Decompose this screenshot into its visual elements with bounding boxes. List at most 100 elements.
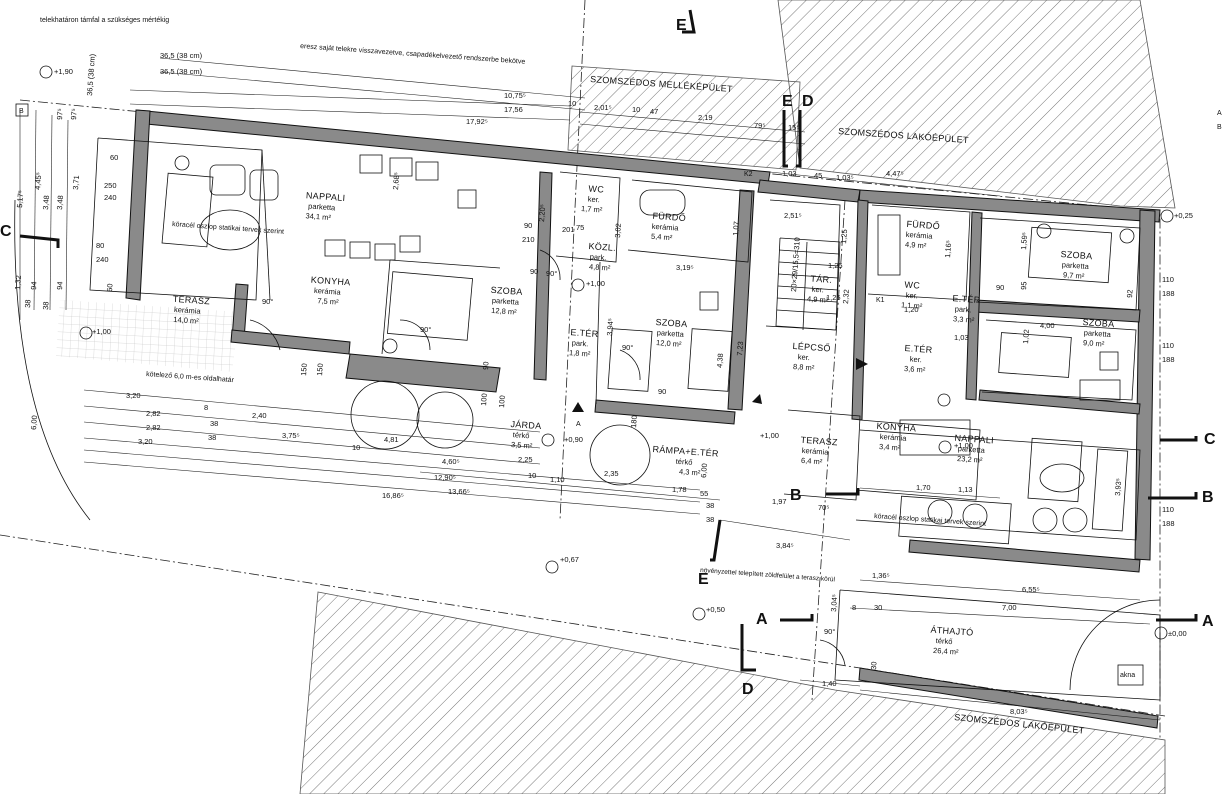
svg-text:2,35: 2,35 bbox=[604, 469, 619, 478]
svg-text:kerámia: kerámia bbox=[174, 305, 202, 316]
svg-text:2,01⁵: 2,01⁵ bbox=[594, 103, 612, 112]
svg-text:1,8 m²: 1,8 m² bbox=[569, 348, 591, 358]
svg-text:2,20⁵: 2,20⁵ bbox=[537, 204, 547, 222]
svg-text:13,66⁵: 13,66⁵ bbox=[448, 487, 470, 496]
svg-text:térkő: térkő bbox=[675, 457, 692, 467]
svg-text:38: 38 bbox=[210, 419, 218, 428]
level-labels: +1,90 +1,00 +0,90 +1,00 +1,00 +0,67 +0,5… bbox=[54, 67, 1193, 638]
svg-text:92: 92 bbox=[1125, 289, 1135, 298]
room-wc-1: WC ker. 1,7 m² bbox=[581, 183, 605, 214]
svg-text:3,4 m²: 3,4 m² bbox=[879, 442, 901, 452]
interior-lines bbox=[89, 137, 1161, 701]
svg-text:47: 47 bbox=[650, 107, 658, 116]
svg-text:E.TÉR: E.TÉR bbox=[570, 327, 599, 339]
svg-text:ker.: ker. bbox=[811, 285, 824, 295]
svg-text:1,13: 1,13 bbox=[958, 485, 973, 494]
svg-text:SZOBA: SZOBA bbox=[1082, 317, 1115, 329]
svg-text:3,6 m²: 3,6 m² bbox=[904, 364, 926, 374]
svg-text:+0,25: +0,25 bbox=[1174, 211, 1193, 220]
svg-text:4,45⁵: 4,45⁵ bbox=[33, 172, 43, 190]
svg-text:kerámia: kerámia bbox=[905, 230, 933, 241]
svg-text:55: 55 bbox=[700, 489, 708, 498]
svg-text:park.: park. bbox=[571, 338, 588, 348]
svg-text:3,04⁵: 3,04⁵ bbox=[829, 594, 839, 612]
svg-text:KONYHA: KONYHA bbox=[876, 421, 916, 434]
svg-text:8: 8 bbox=[204, 403, 208, 412]
svg-text:240: 240 bbox=[96, 255, 109, 264]
svg-text:23,2 m²: 23,2 m² bbox=[957, 454, 983, 465]
svg-text:4,81: 4,81 bbox=[384, 435, 399, 444]
room-eter-2: E.TÉR park. 3,3 m² bbox=[952, 293, 981, 325]
neighbour-house-bottom-area bbox=[299, 591, 1166, 794]
svg-text:34,1 m²: 34,1 m² bbox=[305, 211, 331, 222]
svg-text:park.: park. bbox=[954, 304, 971, 314]
svg-text:parketta: parketta bbox=[656, 328, 684, 339]
svg-text:1,36⁵: 1,36⁵ bbox=[872, 571, 890, 580]
room-terasz-2: TERASZ kerámia 6,4 m² bbox=[800, 435, 838, 467]
svg-text:60: 60 bbox=[110, 153, 118, 162]
svg-text:36,5 (38 cm): 36,5 (38 cm) bbox=[85, 53, 97, 96]
svg-text:90°: 90° bbox=[420, 325, 431, 334]
svg-text:1,25: 1,25 bbox=[826, 293, 841, 302]
svg-text:+1,00: +1,00 bbox=[92, 327, 111, 336]
svg-text:3,20: 3,20 bbox=[126, 391, 141, 400]
svg-text:kerámia: kerámia bbox=[879, 432, 907, 443]
svg-text:E.TÉR: E.TÉR bbox=[904, 343, 933, 355]
furniture bbox=[161, 154, 1144, 686]
level-markers bbox=[39, 65, 1174, 640]
svg-text:90°: 90° bbox=[262, 297, 273, 306]
svg-text:1,70: 1,70 bbox=[916, 483, 931, 492]
svg-text:90: 90 bbox=[481, 361, 491, 370]
room-konyha-1: KONYHA kerámia 7,5 m² bbox=[310, 275, 350, 307]
svg-text:KÖZL.: KÖZL. bbox=[588, 241, 616, 253]
svg-text:E.TÉR: E.TÉR bbox=[952, 293, 981, 305]
svg-text:1,16⁵: 1,16⁵ bbox=[943, 240, 953, 258]
svg-text:250: 250 bbox=[104, 181, 117, 190]
svg-text:240: 240 bbox=[104, 193, 117, 202]
svg-text:10: 10 bbox=[528, 471, 536, 480]
svg-text:7,00: 7,00 bbox=[1002, 603, 1017, 612]
room-athajto: ÁTHAJTÓ térkő 26,4 m² bbox=[930, 625, 974, 657]
svg-text:26,4 m²: 26,4 m² bbox=[933, 646, 959, 657]
entry-arrow-3 bbox=[856, 358, 868, 370]
svg-text:LÉPCSŐ: LÉPCSŐ bbox=[792, 341, 831, 354]
svg-text:2,51⁵: 2,51⁵ bbox=[784, 211, 802, 220]
svg-text:ker.: ker. bbox=[905, 291, 918, 301]
svg-text:NAPPALI: NAPPALI bbox=[954, 433, 994, 446]
room-tar: TÁR. ker. 4,9 m² bbox=[807, 273, 833, 304]
section-cuts bbox=[19, 9, 1198, 672]
svg-text:B: B bbox=[1217, 124, 1222, 131]
svg-text:1,10: 1,10 bbox=[550, 475, 565, 484]
svg-text:1,03: 1,03 bbox=[954, 333, 969, 342]
svg-text:90°: 90° bbox=[546, 269, 557, 278]
svg-text:1,40: 1,40 bbox=[822, 679, 837, 688]
svg-text:A: A bbox=[756, 611, 768, 628]
svg-text:D: D bbox=[802, 93, 814, 110]
svg-text:5,17⁵: 5,17⁵ bbox=[15, 190, 25, 208]
legend-right: A B bbox=[1217, 110, 1222, 131]
terrace-tile-floor bbox=[56, 300, 240, 372]
svg-text:38: 38 bbox=[208, 433, 216, 442]
svg-text:188: 188 bbox=[1162, 355, 1175, 364]
building-walls bbox=[125, 109, 1161, 729]
svg-text:6,00: 6,00 bbox=[699, 463, 709, 478]
svg-text:3,3 m²: 3,3 m² bbox=[953, 314, 975, 324]
svg-text:16,86⁵: 16,86⁵ bbox=[382, 491, 404, 500]
svg-text:E: E bbox=[676, 17, 687, 34]
svg-text:14,0 m²: 14,0 m² bbox=[173, 315, 199, 326]
svg-text:+0,90: +0,90 bbox=[564, 435, 583, 444]
dimension-lines bbox=[19, 57, 1161, 721]
svg-text:90: 90 bbox=[524, 221, 532, 230]
svg-text:150: 150 bbox=[315, 363, 325, 376]
svg-text:1,59⁵: 1,59⁵ bbox=[1019, 232, 1029, 250]
svg-text:10: 10 bbox=[632, 105, 640, 114]
svg-text:2,25: 2,25 bbox=[518, 455, 533, 464]
svg-text:4,9 m²: 4,9 m² bbox=[807, 294, 829, 304]
note-boundary-wall: telekhatáron támfal a szükséges mértékig bbox=[40, 17, 169, 24]
svg-text:A: A bbox=[1217, 110, 1222, 117]
note-planted: növényzettel telepített zöldfelület a te… bbox=[700, 567, 836, 583]
svg-text:10: 10 bbox=[352, 443, 360, 452]
room-szoba-1: SZOBA parketta 12,8 m² bbox=[490, 285, 523, 317]
svg-text:1,20: 1,20 bbox=[904, 305, 919, 314]
